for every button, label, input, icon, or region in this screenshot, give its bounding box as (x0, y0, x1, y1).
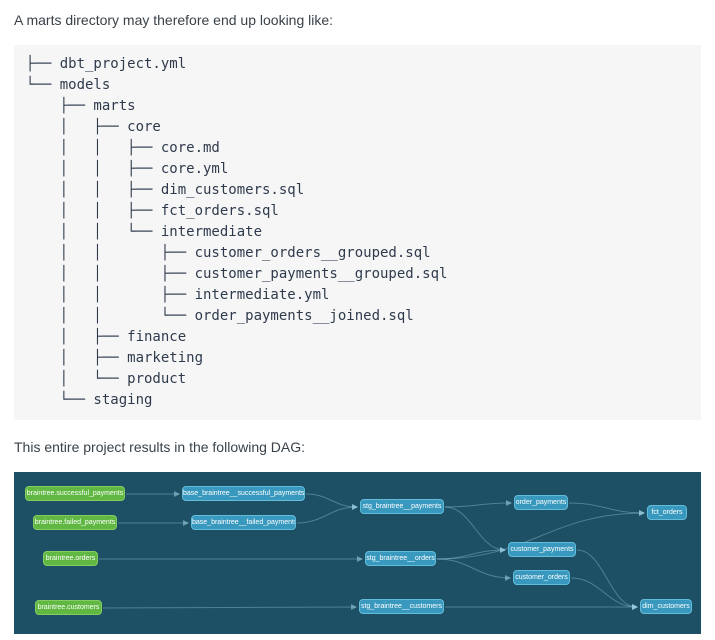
dag-node-customer-payments: customer_payments (508, 541, 576, 557)
dag-node-braintree-orders: braintree.orders (43, 550, 98, 566)
dag-node-braintree-successful-payments: braintree.successful_payments (25, 485, 125, 501)
dag-edge-bc-sbc (102, 603, 357, 610)
dag-edge-cp-dc (576, 549, 638, 610)
directory-tree: ├── dbt_project.yml └── models ├── marts… (14, 45, 701, 421)
dag-node-base-braintree-successful-payments: base_braintree__successful_payments (182, 485, 305, 501)
dag-edge-group (99, 490, 645, 610)
dag-image: braintree.successful_payments base_braint… (14, 471, 701, 634)
dag-node-stg-braintree-payments: stg_braintree__payments (360, 498, 444, 514)
dag-edge-sbo-fo (436, 509, 645, 560)
dag-node-fct-orders: fct_orders (647, 504, 687, 520)
dag-node-stg-braintree-customers: stg_braintree__customers (359, 598, 444, 614)
dag-edge-co-dc (570, 577, 638, 610)
dag-edge-bbfp-sbp (296, 503, 358, 524)
dag-edge-op-fo (568, 502, 645, 516)
dag-node-stg-braintree-orders: stg_braintree__orders (365, 550, 436, 566)
dag-edge-sbo-co (436, 558, 511, 581)
dag-edges (99, 490, 645, 610)
dag-node-dim-customers: dim_customers (640, 598, 692, 614)
dag-node-order-payments: order_payments (514, 494, 568, 510)
dag-intro-paragraph: This entire project results in the follo… (14, 439, 306, 456)
dag-edge-sbp-cp (444, 506, 506, 553)
intro-paragraph: A marts directory may therefore end up l… (14, 12, 334, 28)
dag-node-braintree-customers: braintree.customers (35, 599, 102, 615)
dag-node-base-braintree-failed-payments: base_braintree__failed_payments (191, 514, 296, 530)
dag-edge-bbsp-sbp (305, 493, 358, 510)
dag-edge-sbo-cp (436, 546, 506, 560)
dag-node-customer-orders: customer_orders (513, 569, 570, 585)
dag-edge-sbp-op (444, 499, 512, 508)
dag-node-braintree-failed-payments: braintree.failed_payments (33, 514, 117, 530)
